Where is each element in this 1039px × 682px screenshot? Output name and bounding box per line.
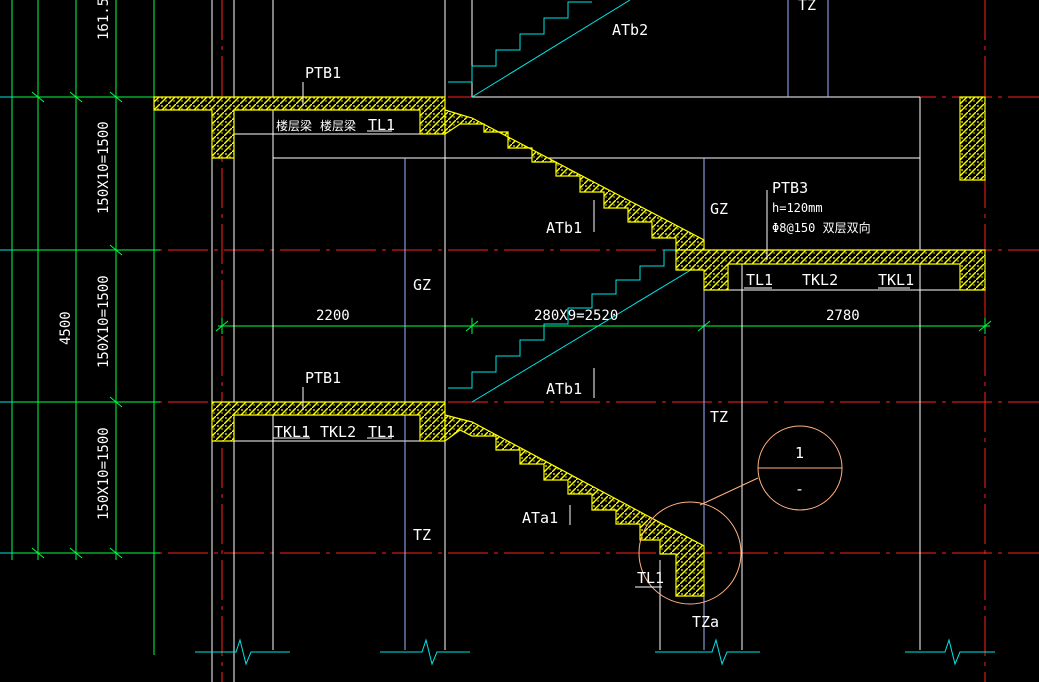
detail-callout	[638, 425, 843, 605]
dim-v-total: 4500	[58, 311, 74, 345]
label-tkl2-right: TKL2	[802, 271, 838, 289]
detail-circle-small	[638, 501, 742, 605]
label-atb1-upper: ATb1	[546, 219, 582, 237]
label-atb1-lower: ATb1	[546, 380, 582, 398]
label-tkl1-right: TKL1	[878, 271, 914, 289]
stair-outline-upper	[448, 0, 705, 403]
label-floor-beam-2: 楼层梁	[320, 118, 356, 133]
dimension-lines	[0, 0, 992, 655]
label-tza: TZa	[692, 613, 719, 631]
label-ptb1-mid: PTB1	[305, 369, 341, 387]
label-tl1-mid: TL1	[368, 423, 395, 441]
dim-v-seg2: 150X10=1500	[96, 275, 112, 368]
lower-flight-slab	[444, 414, 705, 597]
label-floor-beam-1: 楼层梁	[276, 118, 312, 133]
break-lines	[195, 638, 995, 666]
mid-landing-slab	[675, 249, 986, 291]
label-ptb3-h: h=120mm	[772, 201, 823, 215]
label-ptb1-top: PTB1	[305, 64, 341, 82]
label-ptb3: PTB3	[772, 179, 808, 197]
dim-v-seg1: 150X10=1500	[96, 121, 112, 214]
dim-h-left: 2200	[316, 308, 350, 324]
label-tz-top: TZ	[798, 0, 816, 14]
label-tl1-top: TL1	[368, 116, 395, 134]
label-ata1: ATa1	[522, 509, 558, 527]
upper-flight-slab	[444, 109, 705, 263]
label-tkl1-mid: TKL1	[274, 423, 310, 441]
label-atb2: ATb2	[612, 21, 648, 39]
label-gz-left: GZ	[413, 276, 431, 294]
label-detail-bottom: -	[795, 480, 804, 498]
label-tz-bottom: TZ	[413, 526, 431, 544]
label-gz-right: GZ	[710, 200, 728, 218]
right-column-top	[959, 96, 986, 181]
label-detail-top: 1	[795, 444, 804, 462]
label-ptb3-rebar: Φ8@150 双层双向	[772, 220, 871, 235]
dim-h-right: 2780	[826, 308, 860, 324]
dim-h-mid: 280X9=2520	[534, 308, 618, 324]
left-axis-ticks	[0, 96, 14, 554]
label-tz-right: TZ	[710, 408, 728, 426]
dim-v-seg-top: 161.5X	[96, 0, 112, 40]
hatched-concrete	[153, 96, 986, 597]
label-tl1-bottom: TL1	[637, 569, 664, 587]
dim-v-seg3: 150X10=1500	[96, 427, 112, 520]
label-tkl2-mid: TKL2	[320, 423, 356, 441]
label-tl1-right: TL1	[746, 271, 773, 289]
leader-lines	[273, 82, 910, 588]
